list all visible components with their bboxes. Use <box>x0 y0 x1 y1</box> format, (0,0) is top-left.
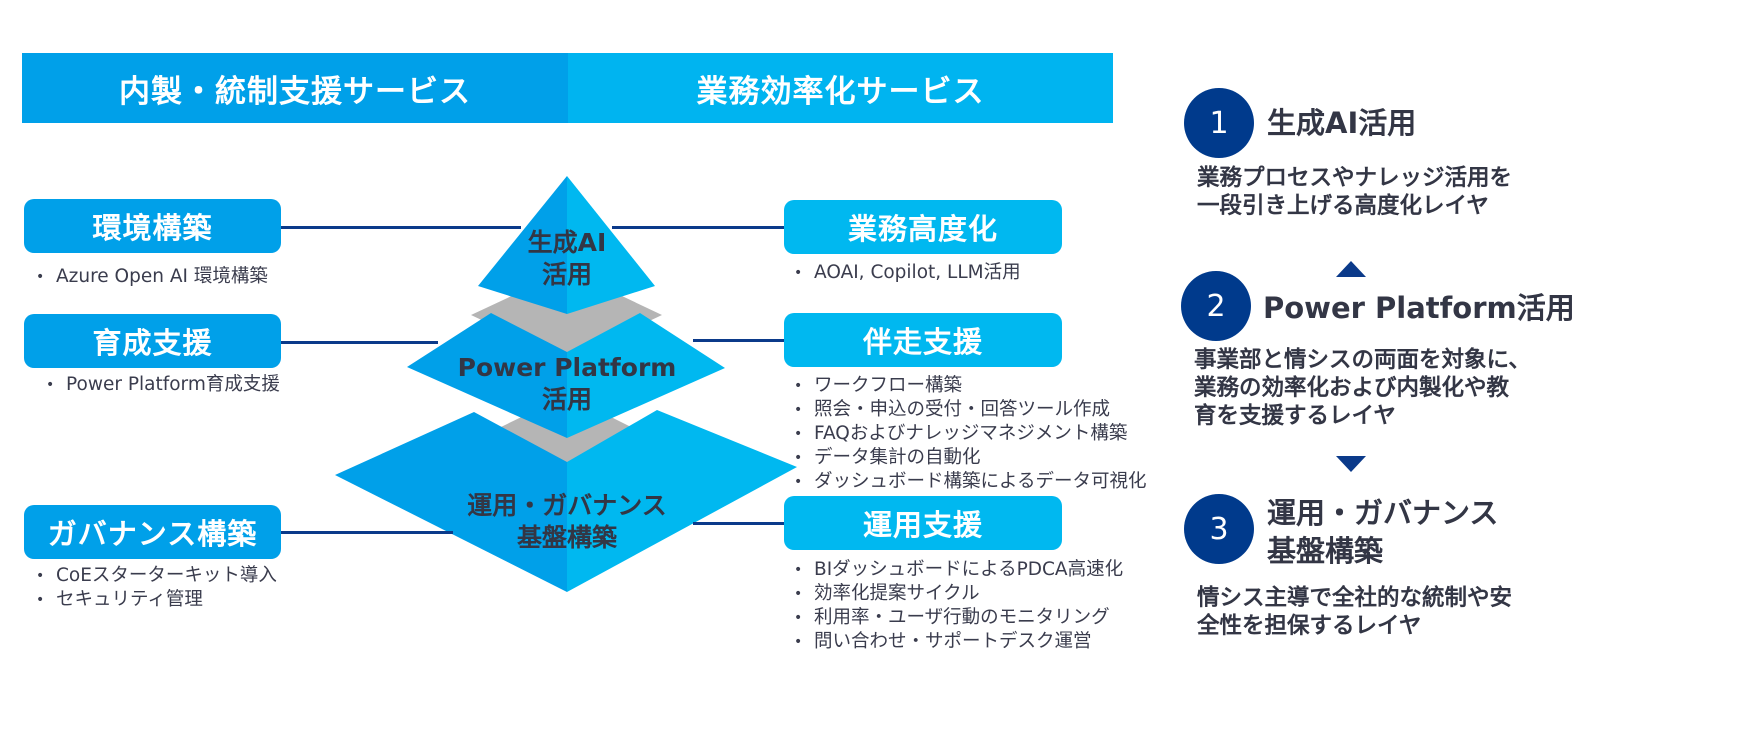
service-label: 運用支援 <box>862 508 983 542</box>
layer-2-title: Power Platform活用 <box>1263 291 1575 325</box>
layer-1-number-badge: 1 <box>1184 88 1254 158</box>
layer-2-description: 事業部と情シスの両面を対象に、 業務の効率化および内製化や教 育を支援するレイヤ <box>1194 346 1531 430</box>
tier-2-line2: 活用 <box>541 385 592 414</box>
desc-line: 情シス主導で全社的な統制や安 <box>1197 585 1513 611</box>
connector-environment-to-tier1 <box>281 226 521 229</box>
header-efficiency-services: 業務効率化サービス <box>568 53 1113 123</box>
layer-3-title: 運用・ガバナンス 基盤構築 <box>1267 494 1498 570</box>
layer-3-number-badge: 3 <box>1184 494 1254 564</box>
desc-line: 一段引き上げる高度化レイヤ <box>1197 193 1489 219</box>
tier-1-line1: 生成AI <box>527 228 607 257</box>
service-bullets-operation: BIダッシュボードによるPDCA高速化 効率化提案サイクル 利用率・ユーザ行動の… <box>786 558 1123 654</box>
desc-line: 全性を担保するレイヤ <box>1197 613 1422 639</box>
tier-1-line2: 活用 <box>541 260 592 289</box>
desc-line: 業務の効率化および内製化や教 <box>1194 375 1510 401</box>
connector-tier1-to-advanced <box>612 226 784 229</box>
bullet-item: AOAI, Copilot, LLM活用 <box>786 261 1021 285</box>
service-label: 伴走支援 <box>862 325 983 359</box>
desc-line: 育を支援するレイヤ <box>1194 403 1396 429</box>
layer-1-title: 生成AI活用 <box>1267 106 1417 140</box>
tier-3-line2: 基盤構築 <box>516 523 617 552</box>
arrow-up-icon <box>1336 261 1366 277</box>
pyramid-tier-1-right <box>567 176 655 314</box>
bullet-item: セキュリティ管理 <box>28 588 277 612</box>
pyramid-tier-2-right <box>567 313 725 438</box>
bullet-item: 問い合わせ・サポートデスク運営 <box>786 630 1123 654</box>
pyramid-tier-2-label: Power Platform 活用 <box>437 352 697 416</box>
connector-tier2-to-accompany <box>693 339 784 342</box>
pyramid-tier-3-right <box>567 410 797 592</box>
service-box-training: 育成支援 <box>24 314 281 368</box>
service-bullets-environment: Azure Open AI 環境構築 <box>28 265 268 289</box>
pyramid-tier-2-left <box>407 313 567 438</box>
bullet-item: Azure Open AI 環境構築 <box>28 265 268 289</box>
layer-number: 1 <box>1209 105 1229 141</box>
layer-1-description: 業務プロセスやナレッジ活用を 一段引き上げる高度化レイヤ <box>1197 164 1512 220</box>
tier-3-line1: 運用・ガバナンス <box>467 491 667 520</box>
service-box-environment: 環境構築 <box>24 199 281 253</box>
service-box-operation: 運用支援 <box>784 496 1062 550</box>
layer-2-number-badge: 2 <box>1181 271 1251 341</box>
pyramid-tier-3-left <box>335 412 567 592</box>
bullet-item: 効率化提案サイクル <box>786 582 1123 606</box>
bullet-item: ワークフロー構築 <box>786 374 1146 398</box>
bullet-item: 照会・申込の受付・回答ツール作成 <box>786 398 1146 422</box>
service-box-advanced: 業務高度化 <box>784 200 1062 254</box>
service-label: 環境構築 <box>92 211 213 245</box>
bullet-item: CoEスターターキット導入 <box>28 564 277 588</box>
service-bullets-accompany: ワークフロー構築 照会・申込の受付・回答ツール作成 FAQおよびナレッジマネジメ… <box>786 374 1146 494</box>
header-right-title: 業務効率化サービス <box>696 73 985 110</box>
desc-line: 事業部と情シスの両面を対象に、 <box>1194 347 1531 373</box>
pyramid-tier-1-left <box>478 176 567 314</box>
header-internal-governance-services: 内製・統制支援サービス <box>22 53 568 123</box>
connector-tier3-to-operation <box>693 522 784 525</box>
arrow-down-icon <box>1336 456 1366 472</box>
layer-number: 2 <box>1206 288 1226 324</box>
layer-number: 3 <box>1209 511 1229 547</box>
bullet-item: データ集計の自動化 <box>786 446 1146 470</box>
pyramid-tier-1-label: 生成AI 活用 <box>487 227 647 291</box>
connector-governance-to-tier3 <box>281 531 453 534</box>
service-bullets-advanced: AOAI, Copilot, LLM活用 <box>786 261 1021 285</box>
header-left-title: 内製・統制支援サービス <box>119 73 471 110</box>
desc-line: 業務プロセスやナレッジ活用を <box>1197 165 1513 191</box>
service-label: ガバナンス構築 <box>47 517 258 551</box>
service-bullets-training: Power Platform育成支援 <box>38 373 280 397</box>
title-line: 基盤構築 <box>1267 534 1384 568</box>
bullet-item: ダッシュボード構築によるデータ可視化 <box>786 470 1146 494</box>
service-bullets-governance: CoEスターターキット導入 セキュリティ管理 <box>28 564 277 612</box>
pyramid-tier-3-label: 運用・ガバナンス 基盤構築 <box>427 490 707 554</box>
connector-training-to-tier2 <box>281 341 438 344</box>
bullet-item: 利用率・ユーザ行動のモニタリング <box>786 606 1123 630</box>
title-line: 運用・ガバナンス <box>1267 496 1499 530</box>
tier-2-line1: Power Platform <box>457 353 677 382</box>
bullet-item: BIダッシュボードによるPDCA高速化 <box>786 558 1123 582</box>
service-label: 業務高度化 <box>847 212 998 246</box>
layer-3-description: 情シス主導で全社的な統制や安 全性を担保するレイヤ <box>1197 584 1512 640</box>
bullet-item: FAQおよびナレッジマネジメント構築 <box>786 422 1146 446</box>
service-box-accompany: 伴走支援 <box>784 313 1062 367</box>
service-box-governance: ガバナンス構築 <box>24 505 281 559</box>
bullet-item: Power Platform育成支援 <box>38 373 280 397</box>
service-label: 育成支援 <box>92 326 213 360</box>
